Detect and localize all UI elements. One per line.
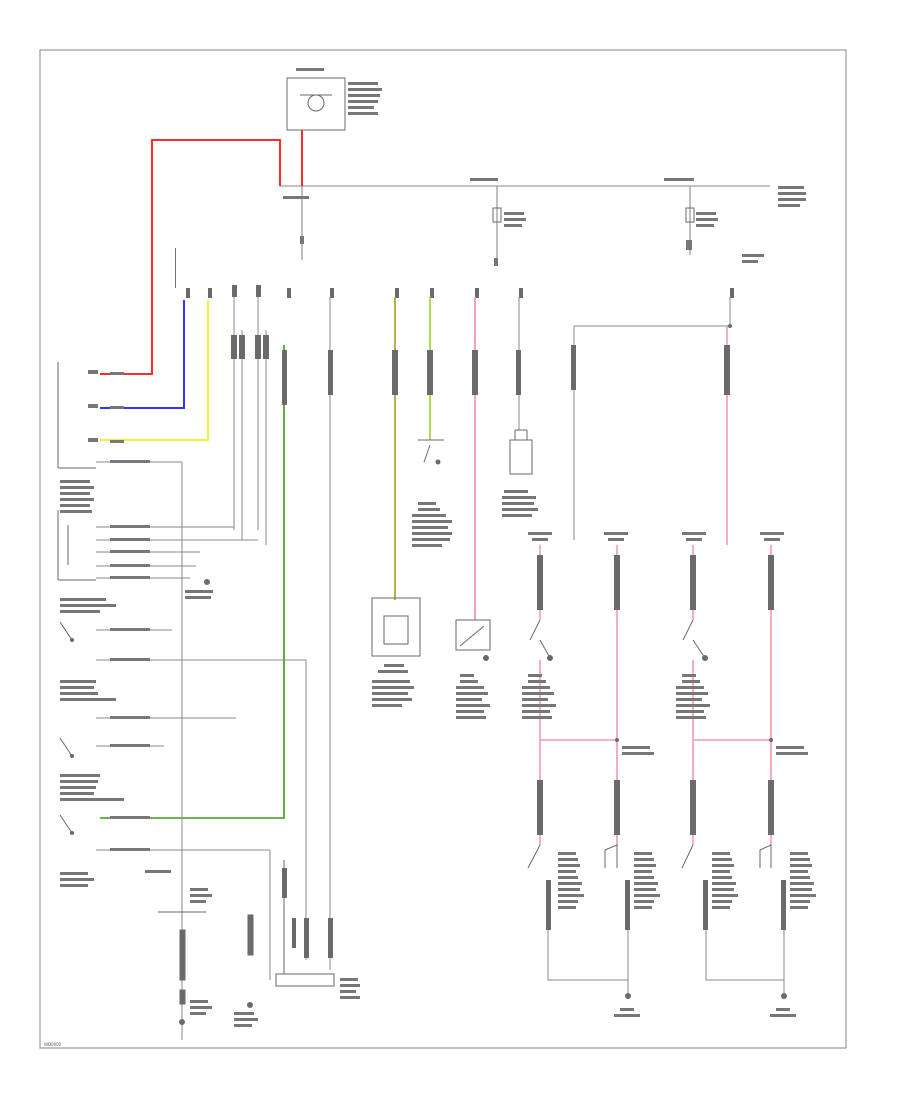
junction-dots <box>615 324 773 742</box>
front-right-switch <box>529 619 553 661</box>
window-motor <box>371 597 421 657</box>
window-motor-labels <box>372 664 414 707</box>
right-ground-symbols <box>625 993 787 999</box>
lower-switch-labels <box>558 852 816 909</box>
pin-row-labels <box>175 236 692 288</box>
fuse-icons <box>492 207 695 223</box>
main-power-bus <box>280 185 770 260</box>
left-bottom-labels <box>145 870 258 1027</box>
inline-connectors <box>231 335 576 405</box>
left-ground-symbols <box>158 911 254 1025</box>
master-switch-contacts <box>59 525 210 835</box>
master-switch-box <box>57 362 96 581</box>
bottom-junction-labels <box>340 978 360 999</box>
diagram-id-tag: WD0000 <box>44 1042 62 1047</box>
bus-labels <box>283 178 806 263</box>
right-top-labels <box>528 532 784 541</box>
right-pink-wires <box>539 326 772 845</box>
bottom-junction-pins <box>282 868 333 958</box>
wire-green <box>100 345 285 819</box>
olive-connector <box>392 350 398 395</box>
lock-switch-labels <box>456 674 490 719</box>
power-relay-box <box>286 77 346 131</box>
door-switch <box>418 439 444 465</box>
relay-component-labels <box>502 490 538 517</box>
switch-text-blocks <box>60 370 213 887</box>
lower-switches <box>527 844 772 869</box>
lock-switch <box>455 619 491 661</box>
right-ground-labels <box>614 1008 796 1017</box>
wire-red-feed <box>100 139 281 375</box>
right-pink-connectors <box>537 345 786 930</box>
diagram-border <box>39 49 847 1049</box>
wire-blue <box>100 300 185 409</box>
pink-connector-a <box>472 350 478 395</box>
relay-component <box>509 429 533 475</box>
door-switch-labels <box>412 502 452 547</box>
master-switch-pinouts <box>96 461 307 1040</box>
yg-connector <box>427 350 433 395</box>
right-ground-returns <box>547 930 785 993</box>
front-switch-labels <box>522 674 808 755</box>
relay-box-text <box>296 68 382 115</box>
gray-harness-wires <box>233 297 731 970</box>
wire-yellow <box>100 300 209 441</box>
front-left-switch <box>682 619 708 661</box>
master-switch-pins <box>186 285 734 298</box>
